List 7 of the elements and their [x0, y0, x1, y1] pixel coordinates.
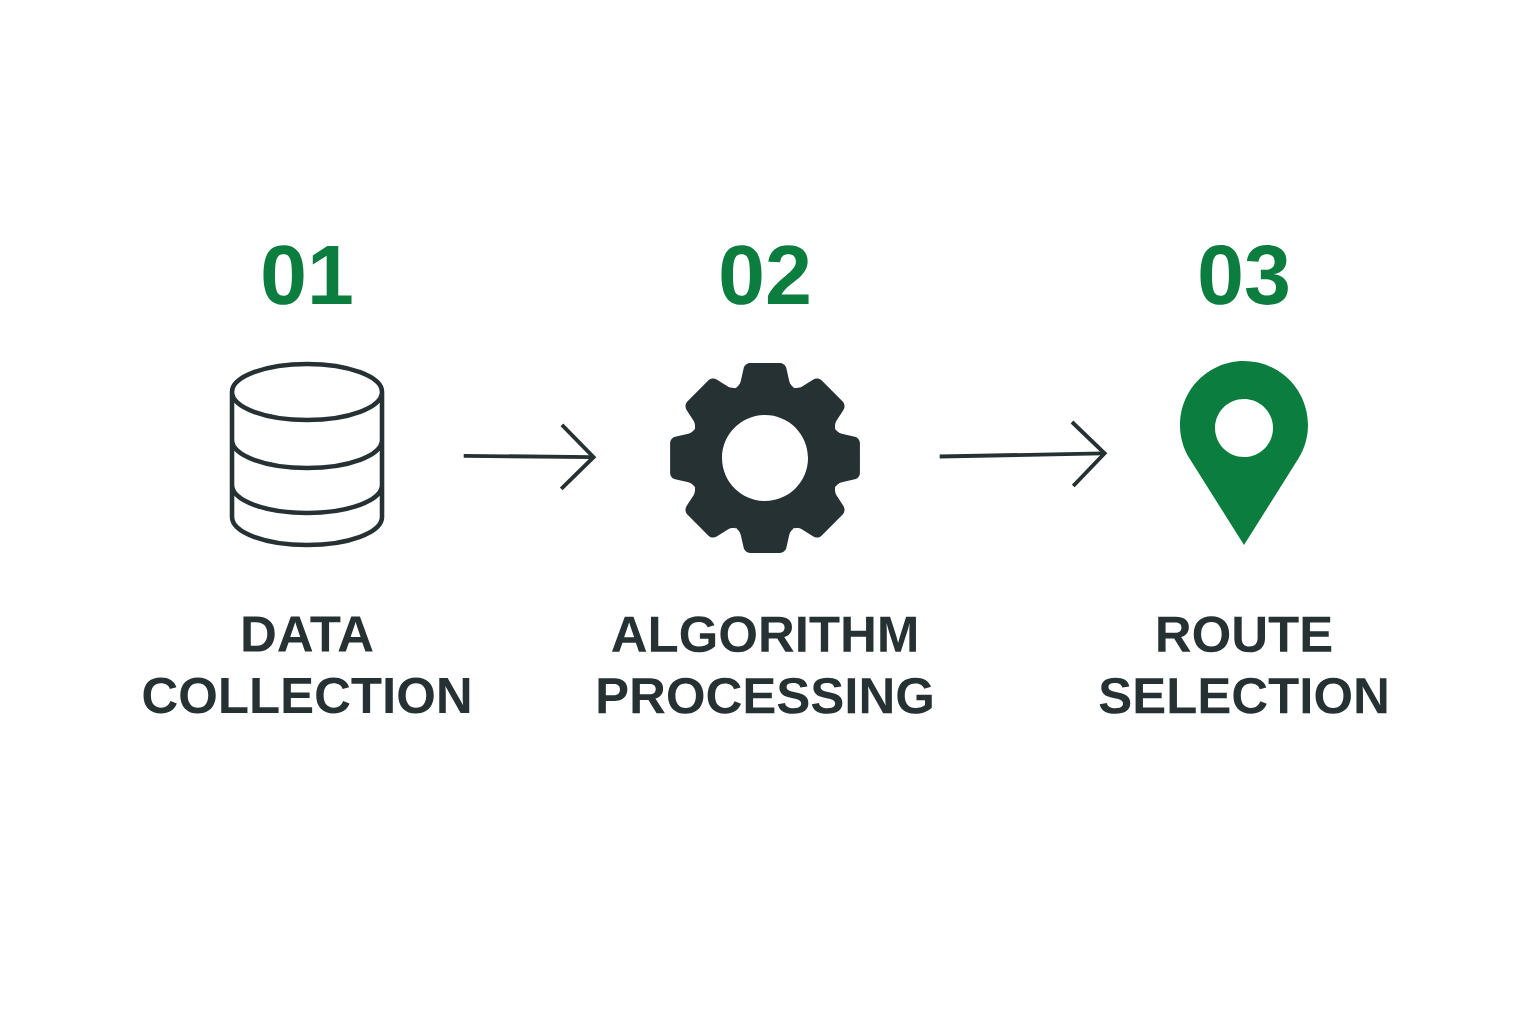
step-label: ALGORITHM PROCESSING: [598, 616, 932, 714]
arrow: [939, 420, 1108, 488]
step-label: ROUTE SELECTION: [1099, 616, 1387, 714]
step-number: 01: [263, 245, 352, 305]
step-number: 02: [721, 245, 809, 305]
step-number: 03: [1200, 245, 1288, 305]
step-label: DATA COLLECTION: [143, 616, 470, 714]
